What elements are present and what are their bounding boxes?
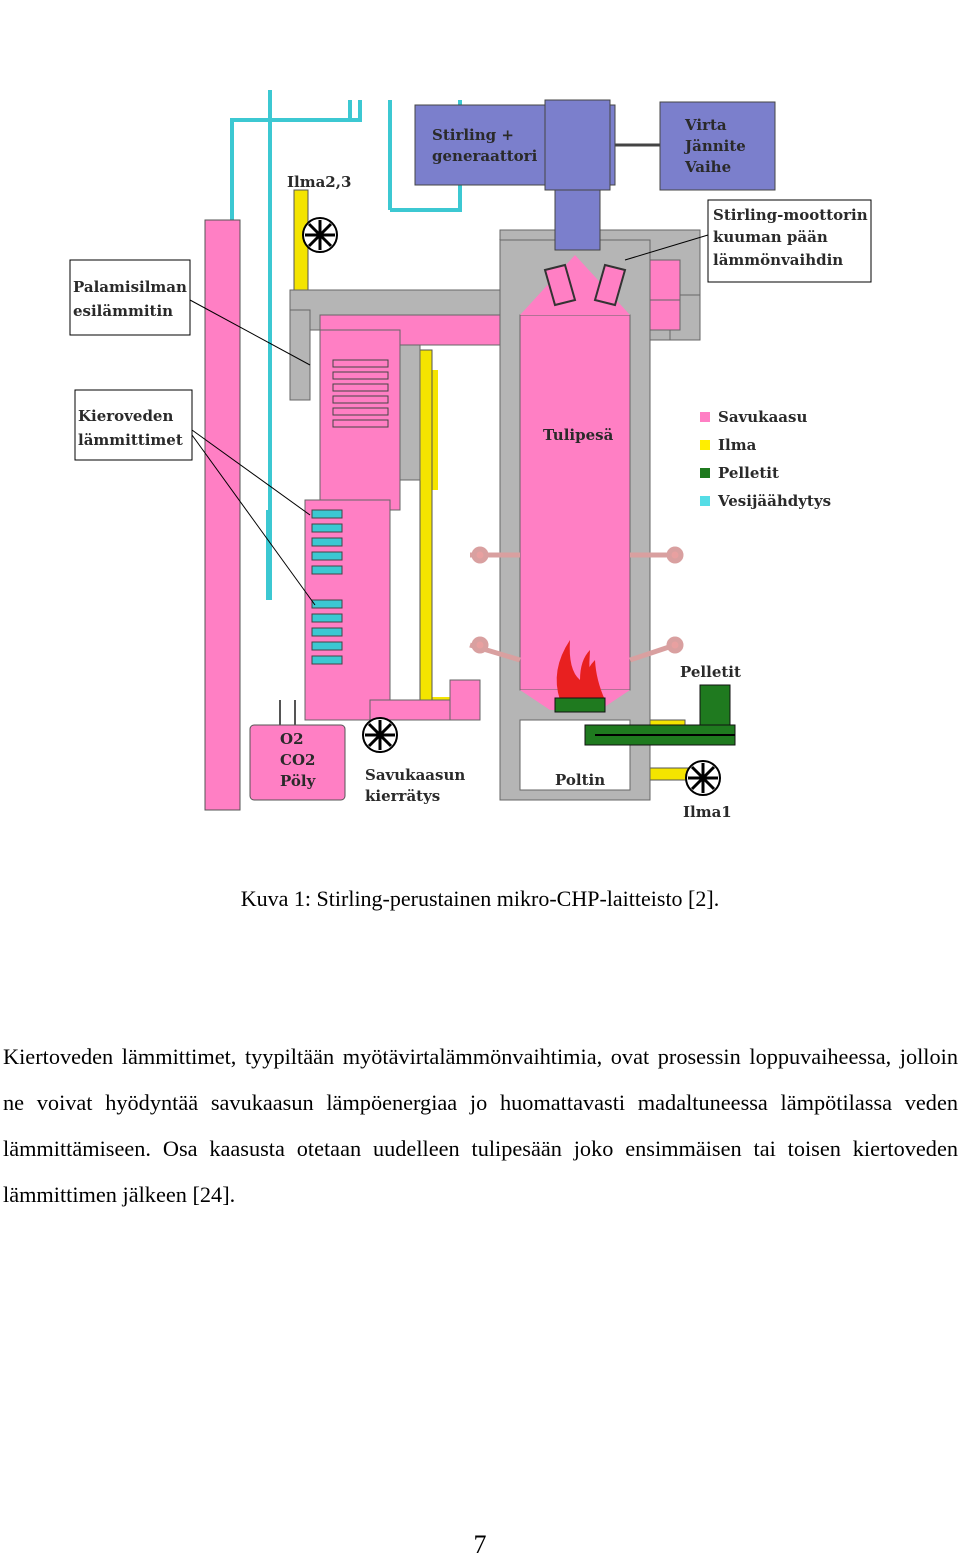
legend-label: Pelletit	[718, 464, 779, 482]
hot-end-label: kuuman pään	[713, 228, 828, 246]
legend-label: Ilma	[718, 436, 757, 454]
flame-icon	[556, 640, 605, 700]
furnace-label: Tulipesä	[543, 426, 614, 444]
furnace	[499, 239, 651, 801]
secondary-air-arms	[469, 546, 684, 663]
legend-label: Vesijäähdytys	[717, 492, 831, 510]
legend-swatch-pellets	[700, 468, 710, 478]
electric-label: Virta	[684, 116, 727, 134]
stirling-gen-label: Stirling +	[432, 126, 514, 144]
micro-chp-diagram: Savukaasu Ilma Pelletit Vesijäähdytys St…	[69, 90, 872, 821]
water-heater-coils	[311, 509, 343, 665]
leader-lines	[189, 234, 709, 606]
hot-end-label: lämmönvaihdin	[713, 251, 843, 269]
stirling-hot-end	[543, 263, 627, 307]
stirling-cylinder	[544, 99, 611, 191]
recirculation-label: kierrätys	[365, 787, 440, 805]
gas-analysis-label: CO2	[280, 751, 315, 769]
electric-label: Jännite	[683, 137, 746, 155]
air23-label: Ilma2,3	[287, 173, 351, 191]
legend: Savukaasu Ilma Pelletit Vesijäähdytys	[700, 408, 831, 510]
preheater-label-box	[69, 259, 191, 336]
legend-swatch-water	[700, 496, 710, 506]
stirling-gen-label: generaattori	[432, 147, 538, 165]
fan-icon-recirculation	[362, 717, 398, 753]
water-heaters-label: lämmittimet	[78, 431, 183, 449]
pellet-feeder	[584, 684, 736, 746]
water-heaters-label: Kieroveden	[78, 407, 173, 425]
chimney	[204, 219, 241, 811]
gas-analysis-label: Pöly	[280, 772, 317, 790]
electric-label: Vaihe	[684, 158, 731, 176]
recirculation-label: Savukaasun	[365, 766, 465, 784]
page-number: 7	[473, 1530, 487, 1559]
preheater-label: esilämmitin	[73, 302, 173, 320]
air-duct-right	[419, 349, 433, 706]
stirling-neck	[554, 189, 601, 251]
diagram-labels: Stirling + generaattori Virta Jännite Va…	[73, 116, 868, 821]
pellet-bed	[554, 697, 606, 713]
hot-end-label-box	[707, 199, 872, 283]
water-heaters-label-box	[74, 389, 193, 461]
legend-label: Savukaasu	[718, 408, 807, 426]
gas-analysis-box	[249, 724, 346, 801]
fan-icon-air1	[685, 760, 721, 796]
body-paragraph: Kiertoveden lämmittimet, tyypiltään myöt…	[3, 1044, 958, 1207]
preheater-fins	[332, 359, 389, 428]
legend-swatch-air	[700, 440, 710, 450]
preheater-label: Palamisilman	[73, 278, 187, 296]
gas-analysis-label: O2	[280, 730, 304, 748]
burner-label: Poltin	[555, 771, 605, 789]
figure-caption: Kuva 1: Stirling-perustainen mikro-CHP-l…	[240, 886, 720, 911]
air1-label: Ilma1	[683, 803, 732, 821]
fan-icon-air23	[302, 217, 338, 253]
hot-end-label: Stirling-moottorin	[713, 206, 868, 224]
legend-swatch-flue	[700, 412, 710, 422]
pellets-label: Pelletit	[680, 663, 741, 681]
